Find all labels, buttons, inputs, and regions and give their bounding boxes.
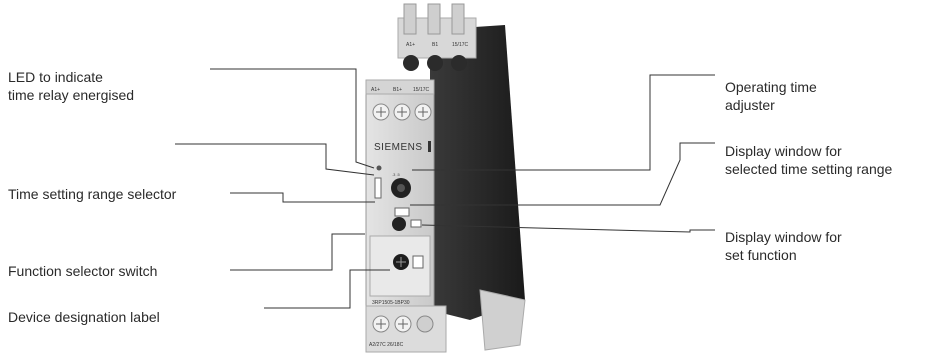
upper-terminal-label-a1: A1+ [371, 87, 380, 93]
led-indicator [377, 166, 382, 171]
top-terminal-label-15: 15/17C [452, 42, 469, 48]
top-screw-2 [427, 55, 443, 71]
leader-led [210, 69, 374, 168]
top-screw-3 [451, 55, 467, 71]
display-window-range [395, 208, 409, 216]
bottom-text: A2/27C 26/18C [369, 342, 404, 348]
display-window-function [411, 220, 421, 227]
relay-device: A1+ B1 15/17C A1+ B1+ 15/17C SIEMENS .3 … [366, 4, 525, 352]
brand-logo: SIEMENS [374, 142, 423, 153]
leader-function-selector [230, 234, 365, 270]
top-terminal-label-a1: A1+ [406, 42, 415, 48]
device-side-panel [430, 25, 525, 320]
bottom-screw-3 [417, 316, 433, 332]
leader-unlabeled [175, 144, 374, 175]
range-selector-slot [375, 178, 381, 198]
upper-terminal-label-15: 15/17C [413, 87, 430, 93]
function-adjust-knob [392, 217, 406, 231]
top-screw-1 [403, 55, 419, 71]
leader-time-range [230, 193, 375, 202]
upper-terminal-label-b1: B1+ [393, 87, 402, 93]
svg-text:.3 .5: .3 .5 [392, 172, 401, 177]
top-terminal-label-b1: B1 [432, 42, 438, 48]
model-text: 3RP1505-1BP30 [372, 300, 410, 306]
